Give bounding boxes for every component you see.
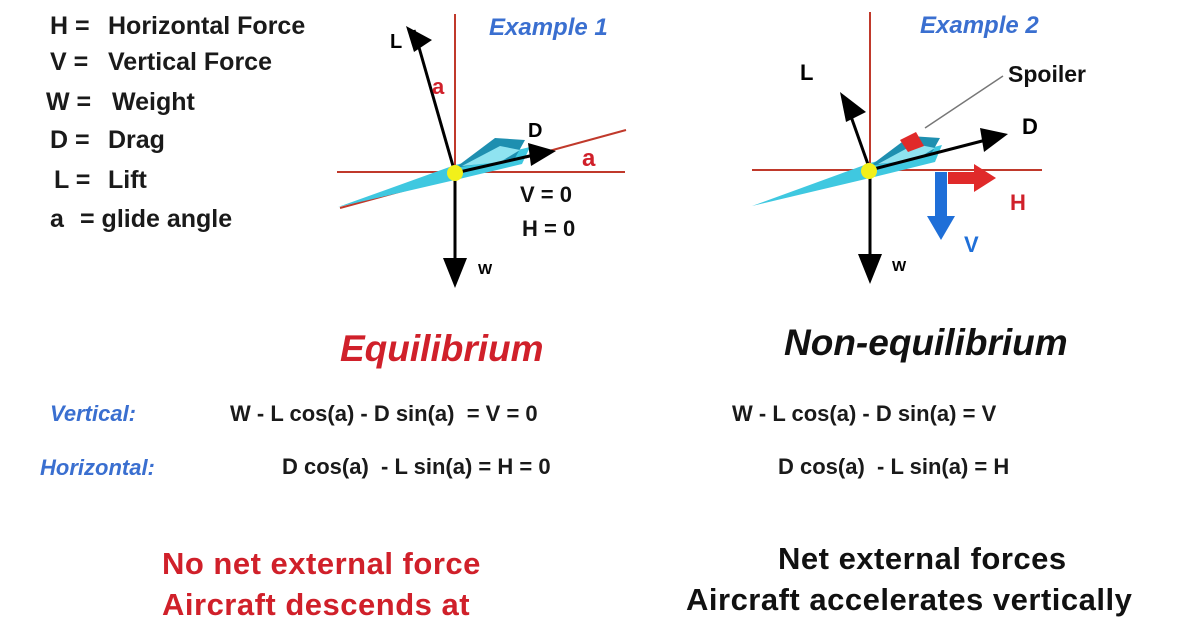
legend-value: Drag — [108, 126, 165, 154]
non-equilibrium-heading: Non-equilibrium — [784, 322, 1068, 363]
conclusion-right-line1: Net external forces — [778, 541, 1067, 576]
spoiler-shape — [900, 132, 924, 152]
conclusion-right-line2: Aircraft accelerates vertically — [686, 582, 1133, 617]
glide-angle-label-lower: a — [582, 145, 596, 172]
weight-label: W — [478, 261, 493, 278]
legend-row-d: D = Drag — [50, 126, 165, 155]
center-of-gravity — [447, 165, 463, 181]
legend-key: a — [50, 205, 64, 233]
legend-row-h: H = Horizontal Force — [50, 12, 305, 41]
conclusion-left-line2: Aircraft descends at — [162, 587, 471, 622]
vertical-label: Vertical: — [50, 401, 137, 426]
drag-arrowhead — [528, 143, 556, 166]
legend-value: Horizontal Force — [108, 12, 306, 40]
vertical-equation-left: W - L cos(a) - D sin(a) = V = 0 — [230, 401, 538, 426]
legend-key: H = — [50, 12, 90, 40]
legend-row-l: L = Lift — [54, 166, 147, 195]
example2-title: Example 2 — [920, 12, 1039, 39]
weight-arrowhead — [443, 258, 467, 288]
lift-arrow — [412, 29, 457, 174]
h-label: H — [1010, 190, 1026, 215]
v-zero-label: V = 0 — [520, 182, 572, 207]
vertical-equation-right: W - L cos(a) - D sin(a) = V — [732, 401, 997, 426]
legend-row-v: V = Vertical Force — [50, 48, 272, 77]
center-of-gravity-2 — [861, 163, 877, 179]
horizontal-equation-right: D cos(a) - L sin(a) = H — [778, 454, 1010, 479]
drag-arrow — [454, 153, 535, 175]
legend-value: Weight — [112, 88, 195, 116]
lift-arrowhead-2 — [840, 92, 866, 122]
example1-title: Example 1 — [489, 14, 608, 41]
weight-label-2: W — [892, 258, 907, 275]
lift-label-2: L — [800, 60, 813, 85]
spoiler-label: Spoiler — [1008, 61, 1086, 87]
h-arrow-head — [974, 164, 996, 192]
weight-arrowhead-2 — [858, 254, 882, 284]
legend-key: V = — [50, 48, 89, 76]
lift-arrowhead — [406, 26, 432, 52]
glide-angle-label-upper: a — [432, 74, 445, 99]
drag-arrowhead-2 — [980, 128, 1008, 152]
legend-value: Lift — [108, 166, 147, 194]
drag-label-2: D — [1022, 114, 1038, 139]
legend-key: D = — [50, 126, 90, 154]
legend-row-w: W = Weight — [46, 88, 195, 117]
legend-row-a: a = glide angle — [50, 205, 232, 234]
v-arrow-head — [927, 216, 955, 240]
v-arrow-shaft — [935, 172, 947, 220]
h-zero-label: H = 0 — [522, 216, 575, 241]
legend-key: W = — [46, 88, 92, 116]
drag-arrow-2 — [869, 138, 987, 172]
spoiler-pointer — [924, 75, 1004, 129]
horizontal-label: Horizontal: — [40, 455, 155, 480]
lift-label: L — [390, 31, 402, 53]
legend-value: Vertical Force — [108, 48, 272, 76]
equilibrium-heading: Equilibrium — [340, 328, 544, 369]
conclusion-left-line1: No net external force — [162, 546, 481, 581]
drag-label: D — [528, 120, 542, 142]
glider-body — [338, 138, 530, 207]
horizontal-equation-left: D cos(a) - L sin(a) = H = 0 — [282, 454, 551, 479]
v-label: V — [964, 232, 979, 257]
legend-key: L = — [54, 166, 91, 194]
h-arrow-shaft — [948, 172, 976, 184]
legend-value: = glide angle — [80, 205, 233, 233]
